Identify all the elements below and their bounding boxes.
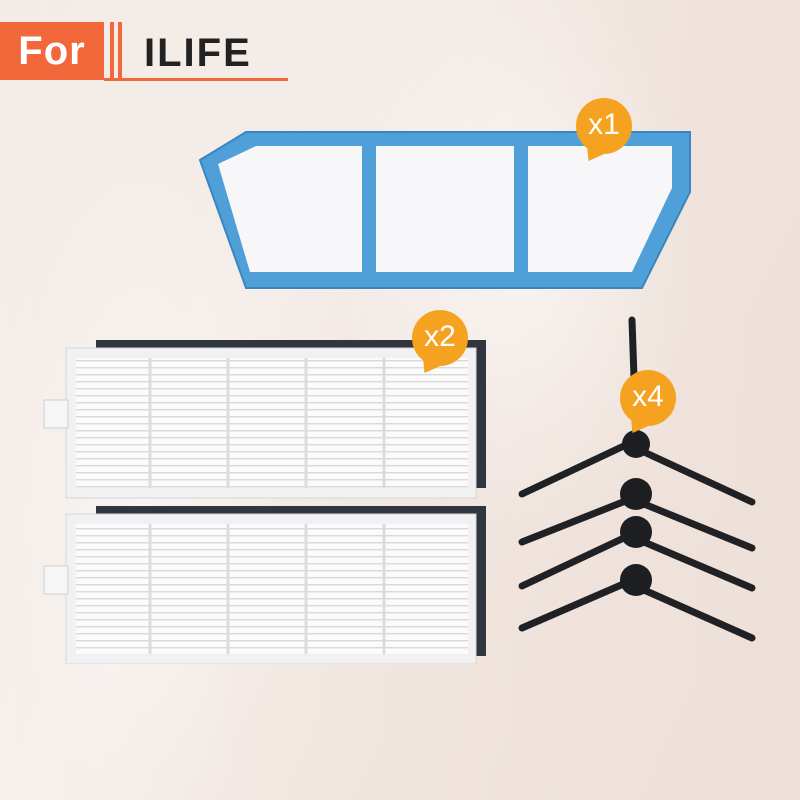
header-underline (104, 78, 288, 81)
hepa-filter-icon (43, 340, 486, 665)
quantity-badge: x2 (412, 310, 468, 366)
for-label: For (0, 22, 104, 80)
quantity-badge: x4 (620, 370, 676, 426)
side-brush-group: x4 (512, 316, 762, 646)
quantity-badge: x1 (576, 98, 632, 154)
header-stripe (110, 22, 114, 80)
brand-header: For ILIFE (0, 0, 290, 82)
primary-filter-icon (198, 131, 691, 289)
side-brush-icon (518, 316, 756, 642)
primary-filter: x1 (196, 98, 694, 292)
brand-name: ILIFE (144, 31, 252, 75)
header-stripe (118, 22, 122, 80)
hepa-filter-group: x2 (42, 310, 492, 665)
